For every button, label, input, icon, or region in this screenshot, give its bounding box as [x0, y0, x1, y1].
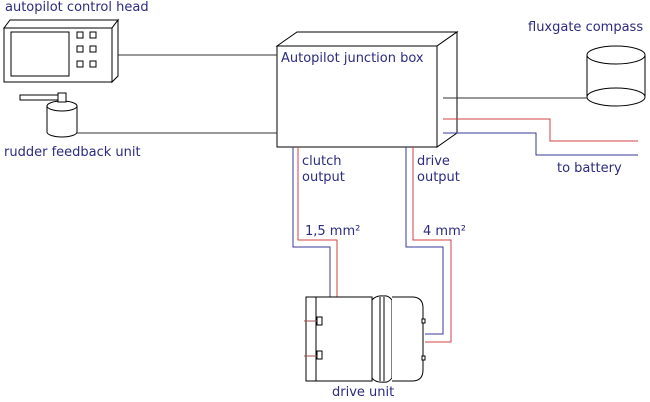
junction-box — [275, 31, 459, 148]
clutch-output-label-1: clutch — [302, 154, 342, 169]
fluxgate-label: fluxgate compass — [528, 20, 644, 35]
drive-gauge-label: 4 mm² — [423, 224, 466, 239]
clutch-wires — [292, 147, 338, 298]
clutch-output-label-2: output — [302, 170, 345, 185]
clutch-gauge-label: 1,5 mm² — [305, 224, 361, 239]
drive-output-label-1: drive — [417, 154, 450, 169]
battery-label: to battery — [557, 161, 622, 176]
signal-wires — [77, 54, 587, 134]
control-head-label: autopilot control head — [5, 0, 149, 15]
drive-wires — [405, 147, 452, 343]
drive-unit-connectors — [304, 320, 317, 357]
rudder-feedback-unit — [19, 92, 78, 138]
drive-unit — [305, 295, 426, 383]
junction-box-label: Autopilot junction box — [281, 51, 424, 66]
rudder-feedback-label: rudder feedback unit — [4, 145, 141, 160]
drive-output-label-2: output — [417, 170, 460, 185]
fluxgate-compass — [586, 45, 646, 107]
control-head — [3, 18, 119, 84]
drive-unit-label: drive unit — [332, 385, 395, 400]
battery-wires — [443, 118, 638, 156]
